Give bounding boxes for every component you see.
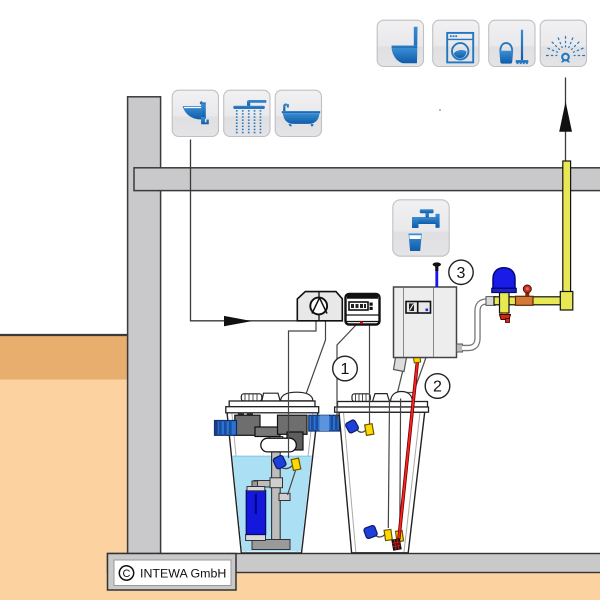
svg-text:INTEWA GmbH: INTEWA GmbH [140,567,226,581]
svg-text:2: 2 [433,379,442,396]
svg-text:3: 3 [457,265,466,282]
svg-text:C: C [123,568,131,580]
svg-text:1: 1 [341,361,350,378]
